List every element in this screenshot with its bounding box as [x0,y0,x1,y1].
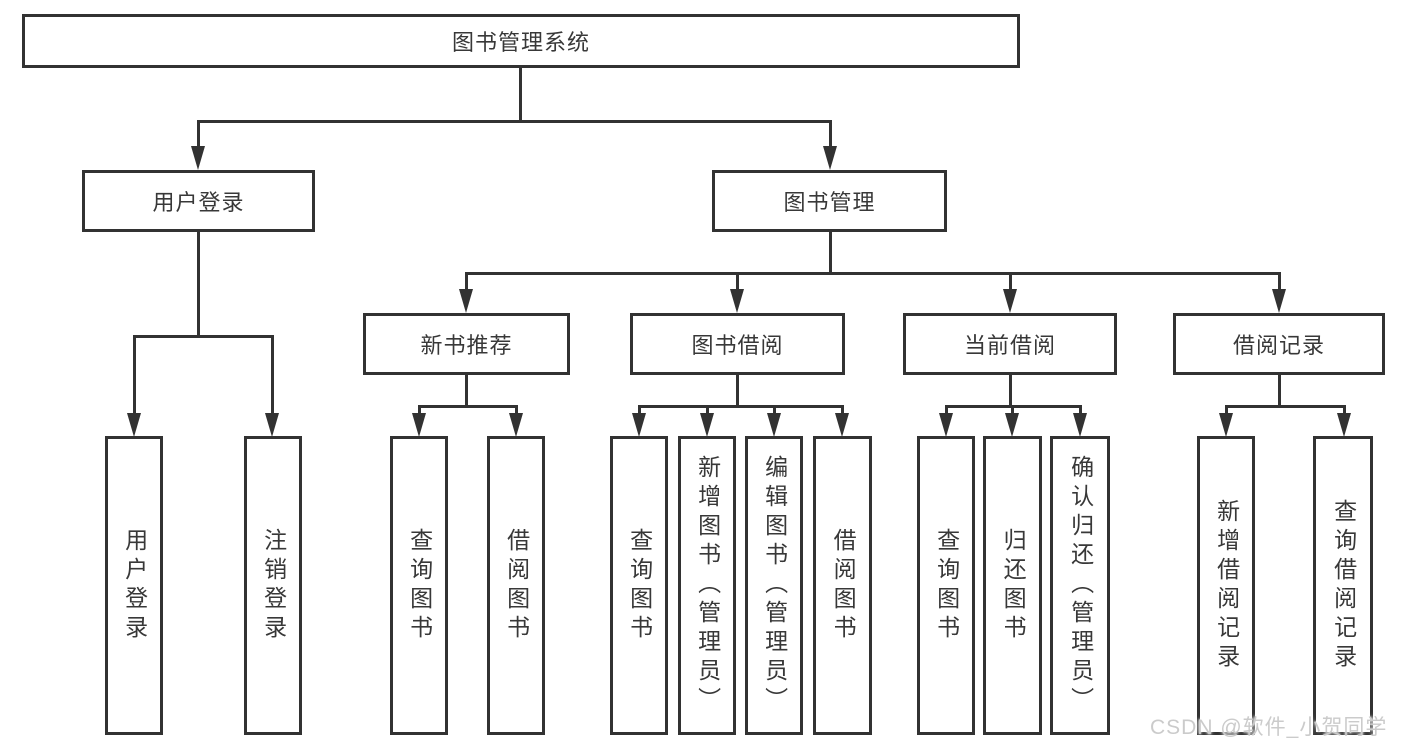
arrow-down-icon [1073,413,1087,437]
node-borrowing-records: 借阅记录 [1173,313,1385,375]
leaf-label: 借阅图书 [830,527,857,644]
arrow-down-icon [127,413,141,437]
arrow-down-icon [1219,413,1233,437]
connector-line [945,405,948,417]
connector-line [1079,405,1082,417]
connector-line [638,405,844,408]
connector-line [418,405,421,417]
watermark: CSDN @软件_小贺同学 [1150,716,1388,739]
connector-line [1343,405,1346,417]
arrow-down-icon [265,413,279,437]
connector-line [465,375,468,407]
arrow-down-icon [823,146,837,170]
leaf-label: 确认归还（管理员） [1067,455,1094,716]
leaf-label: 编辑图书（管理员） [761,455,788,716]
connector-line [706,405,709,417]
arrow-down-icon [1272,289,1286,313]
connector-line [1278,375,1281,407]
connector-line [515,405,518,417]
connector-line [271,335,274,417]
connector-line [773,405,776,417]
leaf-label: 新增借阅记录 [1213,498,1240,673]
leaf-label: 用户登录 [121,527,148,644]
arrow-down-icon [730,289,744,313]
arrow-down-icon [1003,289,1017,313]
arrow-down-icon [1005,413,1019,437]
connector-line [1225,405,1228,417]
arrow-down-icon [939,413,953,437]
node-user-login: 用户登录 [82,170,315,232]
leaf-add-book-admin: 新增图书（管理员） [678,436,736,735]
leaf-logout: 注销登录 [244,436,302,735]
connector-line [1011,405,1014,417]
leaf-user-login: 用户登录 [105,436,163,735]
connector-line [736,272,739,294]
arrow-down-icon [459,289,473,313]
leaf-query-borrow-record: 查询借阅记录 [1313,436,1373,735]
connector-line [418,405,518,408]
leaf-label: 借阅图书 [503,527,530,644]
connector-line [197,120,832,123]
connector-line [736,375,739,407]
leaf-query-books-recommend: 查询图书 [390,436,448,735]
connector-line [519,68,522,122]
arrow-down-icon [835,413,849,437]
connector-line [1009,272,1012,294]
leaf-query-books-borrowing: 查询图书 [610,436,668,735]
arrow-down-icon [509,413,523,437]
connector-line [465,272,1281,275]
connector-line [133,335,274,338]
connector-line [638,405,641,417]
connector-line [829,120,832,152]
leaf-return-books: 归还图书 [983,436,1042,735]
connector-line [841,405,844,417]
arrow-down-icon [1337,413,1351,437]
node-book-management: 图书管理 [712,170,947,232]
leaf-label: 查询图书 [626,527,653,644]
leaf-add-borrow-record: 新增借阅记录 [1197,436,1255,735]
arrow-down-icon [191,146,205,170]
node-book-borrowing: 图书借阅 [630,313,845,375]
connector-line [197,120,200,152]
node-new-book-recommendation: 新书推荐 [363,313,570,375]
connector-line [829,232,832,274]
connector-line [197,232,200,337]
arrow-down-icon [700,413,714,437]
leaf-edit-book-admin: 编辑图书（管理员） [745,436,803,735]
leaf-borrow-books-recommend: 借阅图书 [487,436,545,735]
connector-line [1278,272,1281,294]
leaf-label: 归还图书 [1000,527,1027,644]
connector-line [133,335,136,417]
connector-line [1009,375,1012,407]
arrow-down-icon [632,413,646,437]
leaf-label: 查询借阅记录 [1330,498,1357,673]
connector-line [465,272,468,294]
arrow-down-icon [767,413,781,437]
arrow-down-icon [412,413,426,437]
leaf-label: 新增图书（管理员） [694,455,721,716]
node-current-borrowing: 当前借阅 [903,313,1117,375]
leaf-query-books-current: 查询图书 [917,436,975,735]
leaf-label: 注销登录 [260,527,287,644]
leaf-label: 查询图书 [406,527,433,644]
leaf-confirm-return-admin: 确认归还（管理员） [1050,436,1110,735]
leaf-label: 查询图书 [933,527,960,644]
leaf-borrow-books: 借阅图书 [813,436,872,735]
connector-line [1225,405,1346,408]
node-system-root: 图书管理系统 [22,14,1020,68]
